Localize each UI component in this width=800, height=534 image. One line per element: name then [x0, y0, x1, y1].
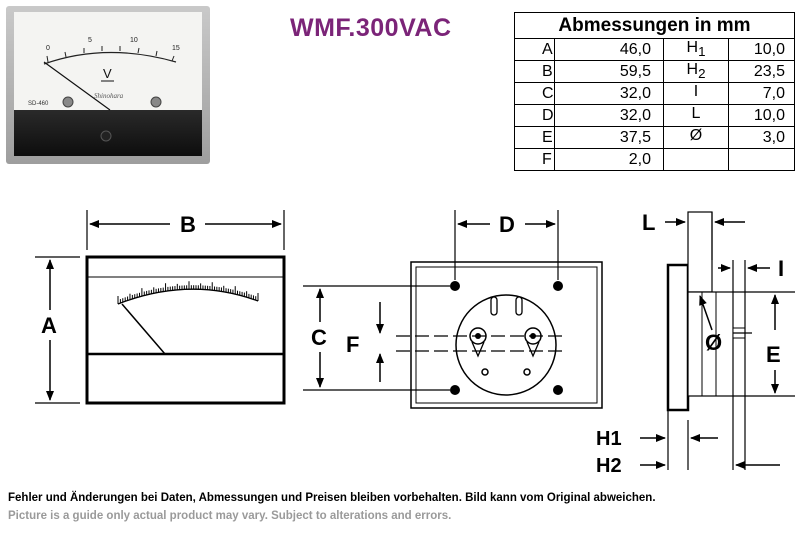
product-title: WMF.300VAC [290, 14, 452, 42]
meter-photo: 0 5 10 15 V SD-460 Shinohara [6, 6, 210, 164]
photo-scale-15: 15 [172, 45, 180, 52]
dim-value: 2,0 [554, 148, 664, 171]
table-row: C 32,0 I 7,0 [514, 82, 795, 105]
photo-unit: V [103, 66, 112, 81]
dim-key-main: I [693, 83, 699, 101]
table-row: E 37,5 Ø 3,0 [514, 126, 795, 149]
front-view-drawing: B A [35, 210, 286, 405]
photo-scale-10: 10 [130, 37, 138, 44]
photo-scale-0: 0 [46, 45, 50, 52]
dim-label-d: D [499, 212, 515, 237]
dim-key-main: L [691, 105, 701, 123]
dim-label-diameter: Ø [705, 330, 722, 355]
dim-key-sub: 2 [698, 66, 706, 82]
dim-key-main: H [686, 39, 699, 57]
dim-value [728, 148, 795, 171]
side-view-drawing: L I Ø E H1 H2 [596, 210, 795, 477]
dim-value: 23,5 [728, 60, 795, 83]
dim-label-e: E [766, 342, 781, 367]
dim-label-f: F [346, 332, 359, 357]
rear-view-drawing: D C F [303, 210, 603, 409]
photo-model-code: SD-460 [28, 101, 49, 107]
disclaimer-german: Fehler und Änderungen bei Daten, Abmessu… [8, 492, 656, 504]
dim-value: 37,5 [554, 126, 664, 149]
dimensions-table-header: Abmessungen in mm [514, 12, 795, 39]
table-row: F 2,0 [514, 148, 795, 171]
photo-scale-5: 5 [88, 37, 92, 44]
dim-label-a: A [41, 313, 57, 338]
dim-label-b: B [180, 212, 196, 237]
dim-label-h1: H1 [596, 428, 622, 450]
dim-label-i: I [778, 256, 784, 281]
disclaimer-english: Picture is a guide only actual product m… [8, 510, 452, 522]
table-row: A 46,0 H1 10,0 [514, 38, 795, 61]
dim-label-h2: H2 [596, 455, 622, 477]
photo-brand: Shinohara [94, 92, 124, 100]
dim-label-c: C [311, 325, 327, 350]
dim-key-main: Ø [689, 127, 703, 145]
dim-value: 32,0 [554, 82, 664, 105]
dimensions-table-header-row: Abmessungen in mm [514, 12, 795, 39]
dim-key-main: H [686, 61, 699, 79]
table-row: B 59,5 H2 23,5 [514, 60, 795, 83]
dim-label-l: L [642, 210, 655, 235]
dim-value: 10,0 [728, 38, 795, 61]
dim-key-sub: 1 [698, 44, 706, 60]
dimensions-table: Abmessungen in mm A 46,0 H1 10,0 B 59,5 … [514, 12, 795, 171]
dim-value: 10,0 [728, 104, 795, 127]
